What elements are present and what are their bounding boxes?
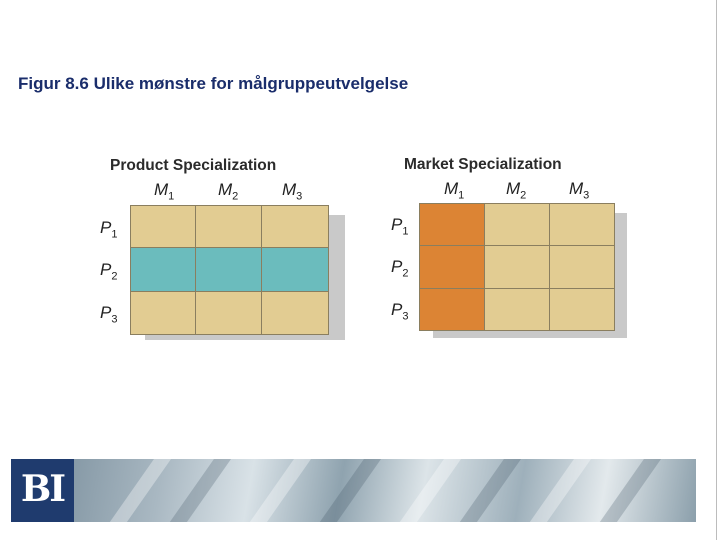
cell-p3-m1 (419, 288, 485, 331)
row-label-p1: P1 (391, 215, 409, 238)
column-label-m3: M3 (569, 179, 590, 202)
cell-p3-m1 (130, 291, 196, 335)
banner-decoration (590, 459, 666, 522)
cell-p1-m3 (261, 205, 329, 248)
cell-p1-m1 (130, 205, 196, 248)
row-label-p3: P3 (100, 303, 118, 326)
banner-decoration (450, 459, 526, 522)
column-label-m3: M3 (282, 180, 303, 203)
row-label-p1: P1 (100, 218, 118, 241)
row-label-p3: P3 (391, 300, 409, 323)
cell-p1-m2 (195, 205, 262, 248)
cell-p2-m2 (484, 245, 550, 289)
cell-p1-m3 (549, 203, 615, 246)
cell-p1-m1 (419, 203, 485, 246)
bi-logo-text: BI (20, 468, 66, 510)
banner-decoration (240, 459, 316, 522)
banner-decoration (160, 459, 236, 522)
cell-p1-m2 (484, 203, 550, 246)
column-label-m1: M1 (444, 179, 465, 202)
cell-p2-m1 (130, 247, 196, 292)
column-label-m1: M1 (154, 180, 175, 203)
cell-p3-m3 (261, 291, 329, 335)
column-label-m2: M2 (218, 180, 239, 203)
panel-title: Market Specialization (404, 156, 562, 173)
banner-decoration (520, 459, 596, 522)
cell-p3-m3 (549, 288, 615, 331)
cell-p2-m2 (195, 247, 262, 292)
panel-title: Product Specialization (110, 157, 277, 174)
row-label-p2: P2 (391, 257, 409, 280)
banner-decoration (310, 459, 386, 522)
frame-edge (716, 0, 717, 540)
banner-decoration (100, 459, 176, 522)
footer-banner: BI (11, 459, 696, 522)
cell-p2-m3 (261, 247, 329, 292)
banner-decoration (390, 459, 466, 522)
cell-p3-m2 (195, 291, 262, 335)
cell-p3-m2 (484, 288, 550, 331)
column-label-m2: M2 (506, 179, 527, 202)
cell-p2-m1 (419, 245, 485, 289)
cell-p2-m3 (549, 245, 615, 289)
slide-title: Figur 8.6 Ulike mønstre for målgruppeutv… (18, 74, 409, 93)
row-label-p2: P2 (100, 260, 118, 283)
bi-logo: BI (11, 459, 74, 522)
